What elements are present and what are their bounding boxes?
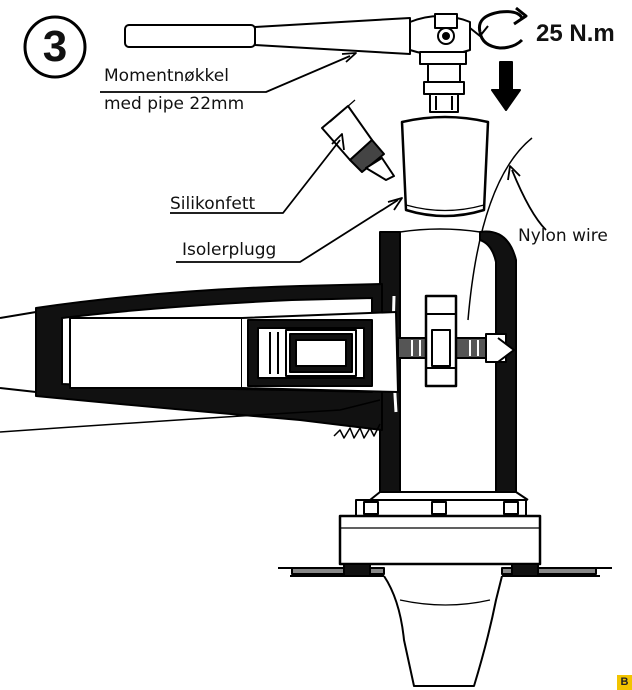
plug-label: Isolerplugg — [182, 240, 277, 260]
wrench-label-line1: Momentnøkkel — [104, 66, 229, 86]
down-arrow-icon — [491, 61, 521, 111]
base-flange — [338, 491, 542, 566]
leader-plug — [176, 199, 399, 263]
step-number: 3 — [42, 22, 68, 71]
nylon-wire — [467, 137, 533, 321]
wire-label: Nylon wire — [518, 226, 608, 246]
bolt-assembly — [397, 294, 515, 388]
grease-label: Silikonfett — [170, 194, 256, 214]
leader-wrench — [100, 55, 351, 93]
wrench-label-line2: med pipe 22mm — [104, 94, 245, 114]
step-circle — [23, 15, 87, 79]
spring — [333, 423, 381, 439]
leader-wire — [511, 169, 547, 231]
leader-grease — [170, 139, 341, 214]
torque-wrench — [124, 13, 471, 56]
corner-mark: B — [617, 675, 632, 690]
insulator-plug — [400, 115, 490, 218]
rotate-arrow-icon — [469, 6, 528, 50]
socket-extension — [419, 51, 467, 113]
cable — [0, 283, 399, 433]
shaft — [383, 575, 503, 687]
mounting-surface — [278, 563, 612, 577]
silicone-tube — [321, 99, 395, 181]
torque-label: 25 N.m — [536, 20, 615, 47]
